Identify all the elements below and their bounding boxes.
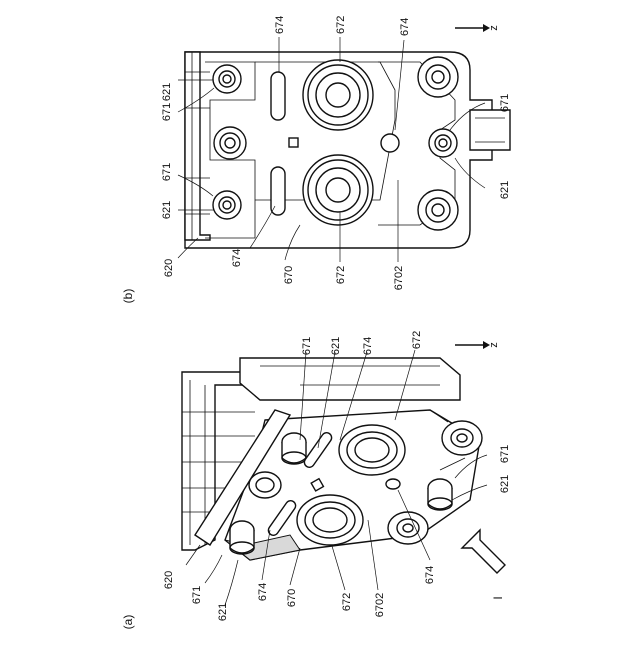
label-674-a-boss: 674 — [424, 566, 436, 584]
caption-a: (a) — [121, 615, 135, 630]
port-672-b-top — [303, 60, 373, 130]
view-arrow-I: I — [462, 530, 505, 600]
boss-674-b — [381, 134, 399, 152]
post-621-b-right — [429, 129, 457, 157]
label-620-a: 620 — [163, 571, 175, 589]
figure-a: I 671 621 674 672 620 671 621 674 670 67… — [121, 331, 511, 630]
label-674-b-boss: 674 — [399, 18, 411, 36]
label-671-b-top: 671 — [161, 103, 173, 121]
label-6702-b: 6702 — [393, 266, 405, 290]
post-621-b-bottom — [213, 191, 241, 219]
z-axis-arrow-a: z — [455, 341, 500, 349]
slot-674-b-bottom — [271, 167, 285, 215]
post-621-a-right — [428, 479, 452, 510]
label-672-a-bottom: 672 — [341, 593, 353, 611]
label-671-b-bottom: 671 — [161, 163, 173, 181]
post-621-b-top — [213, 65, 241, 93]
label-672-b-top: 672 — [335, 16, 347, 34]
roller-a-bottom — [388, 512, 428, 544]
boss-674-a — [386, 479, 400, 489]
label-621-a-right: 621 — [499, 475, 511, 493]
label-670-a: 670 — [286, 589, 298, 607]
post-621-b-mid — [214, 127, 246, 159]
roller-b-top — [418, 57, 458, 97]
axis-z-b: z — [488, 25, 500, 31]
label-671-a-left: 671 — [191, 586, 203, 604]
label-674-b-bottom: 674 — [231, 249, 243, 267]
mount-a-mid — [249, 472, 281, 498]
label-6702-a: 6702 — [374, 593, 386, 617]
label-621-a-left: 621 — [217, 603, 229, 621]
slot-674-b-top — [271, 72, 285, 120]
label-674-b-top: 674 — [274, 16, 286, 34]
label-674-a-bottom: 674 — [257, 583, 269, 601]
post-621-a-left — [230, 521, 254, 554]
label-672-b-bottom: 672 — [335, 266, 347, 284]
port-672-b-bottom — [303, 155, 373, 225]
roller-a-top — [442, 421, 482, 455]
caption-b: (b) — [121, 289, 135, 304]
post-621-a-top — [282, 433, 306, 464]
label-674-a-top: 674 — [362, 337, 374, 355]
view-label-I: I — [491, 596, 505, 599]
axis-z-a: z — [488, 342, 500, 348]
label-621-b-right: 621 — [499, 181, 511, 199]
z-axis-arrow-b: z — [455, 24, 500, 32]
label-671-b-right: 671 — [499, 94, 511, 112]
label-621-b-bottom: 621 — [161, 201, 173, 219]
label-621-b-top: 621 — [161, 83, 173, 101]
port-672-a-bottom — [297, 495, 363, 545]
figure-b: 674 672 674 621 671 671 621 620 674 670 … — [121, 16, 511, 304]
label-671-a-right: 671 — [499, 445, 511, 463]
label-670-b: 670 — [283, 266, 295, 284]
port-672-a-top — [339, 425, 405, 475]
label-671-a-top: 671 — [301, 337, 313, 355]
label-672-a-top: 672 — [411, 331, 423, 349]
label-620-b: 620 — [163, 259, 175, 277]
label-621-a-top: 621 — [330, 337, 342, 355]
roller-b-bottom — [418, 190, 458, 230]
